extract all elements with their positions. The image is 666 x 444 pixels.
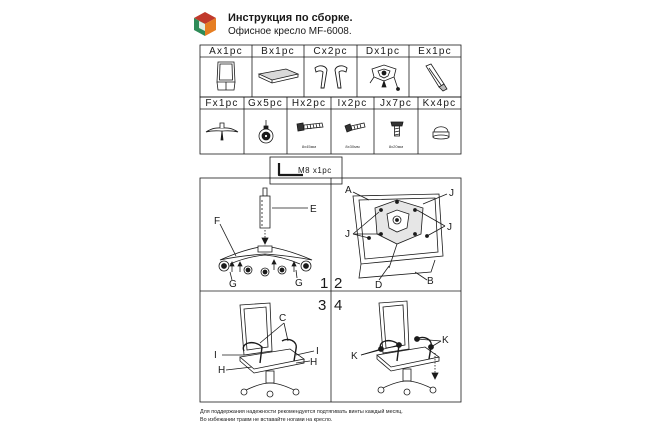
steps-grid — [199, 177, 462, 403]
step-4-number: 4 — [334, 297, 342, 314]
mechanism-icon — [369, 64, 400, 91]
step-1-diagram: E F G G 1 — [214, 187, 328, 291]
part-sub-i: 8x30мм — [345, 144, 360, 149]
allen-key-label: M8 x1pc — [298, 166, 332, 175]
footer-line-1: Для поддержания надежности рекомендуется… — [200, 409, 403, 415]
page-subtitle: Офисное кресло MF-6008. — [228, 26, 352, 37]
seat-back-icon — [216, 61, 236, 91]
armrest-icon — [314, 65, 348, 89]
step-4-label-k1: K — [351, 351, 358, 362]
part-label-i: Ix2pc — [337, 98, 368, 109]
step-2-label-b: B — [427, 276, 434, 287]
part-label-c: Cx2pc — [313, 46, 348, 57]
cap-icon — [432, 126, 450, 140]
parts-grid — [199, 44, 462, 185]
step-1-label-f: F — [214, 216, 220, 227]
screw-short-icon — [390, 121, 404, 137]
brand-logo — [193, 11, 217, 37]
star-base-icon — [205, 122, 239, 141]
part-sub-h: 8x45мм — [301, 144, 317, 149]
part-label-d: Dx1pc — [365, 46, 401, 57]
part-label-a: Ax1pc — [209, 46, 243, 57]
step-1-label-e: E — [310, 204, 317, 215]
part-label-k: Kx4pc — [422, 98, 457, 109]
step-3-label-c: C — [279, 313, 286, 324]
screw-long-icon — [296, 122, 324, 132]
part-label-f: Fx1pc — [205, 98, 239, 109]
step-1-label-g1: G — [229, 279, 237, 290]
part-sub-j: 8x20мм — [388, 144, 404, 149]
part-label-j: Jx7pc — [379, 98, 413, 109]
step-2-number: 2 — [334, 275, 342, 291]
step-3-label-h2: H — [310, 357, 317, 368]
step-2-diagram: A J J J D B 2 — [334, 185, 454, 291]
step-4-label-k2: K — [442, 335, 449, 346]
step-2-label-j3: J — [447, 222, 452, 233]
screw-medium-icon — [344, 122, 366, 133]
footer-line-2: Во избежании травм не вставайте ногами н… — [200, 417, 333, 423]
step-1-number: 1 — [320, 275, 328, 291]
seat-cushion-icon — [257, 68, 300, 84]
step-4-diagram: K K 4 — [334, 297, 449, 396]
step-3-number: 3 — [318, 297, 326, 314]
part-label-b: Bx1pc — [261, 46, 295, 57]
part-label-g: Gx5pc — [248, 98, 283, 109]
allen-key-icon — [277, 163, 303, 177]
step-2-label-j2: J — [345, 229, 350, 240]
step-3-label-h1: H — [218, 365, 225, 376]
step-1-label-g2: G — [295, 278, 303, 289]
footer-notes: Для поддержания надежности рекомендуется… — [200, 408, 462, 424]
step-2-label-d: D — [375, 280, 382, 291]
step-2-label-a: A — [345, 185, 352, 196]
page-title: Инструкция по сборке. — [228, 12, 353, 24]
step-3-label-i1: I — [214, 350, 217, 361]
step-3-label-i2: I — [316, 346, 319, 357]
part-label-h: Hx2pc — [291, 98, 327, 109]
part-label-e: Ex1pc — [418, 46, 452, 57]
step-2-label-j1: J — [449, 188, 454, 199]
gas-lift-icon — [425, 63, 448, 92]
step-3-diagram: C I I H H 3 — [214, 297, 326, 398]
caster-icon — [258, 120, 274, 144]
